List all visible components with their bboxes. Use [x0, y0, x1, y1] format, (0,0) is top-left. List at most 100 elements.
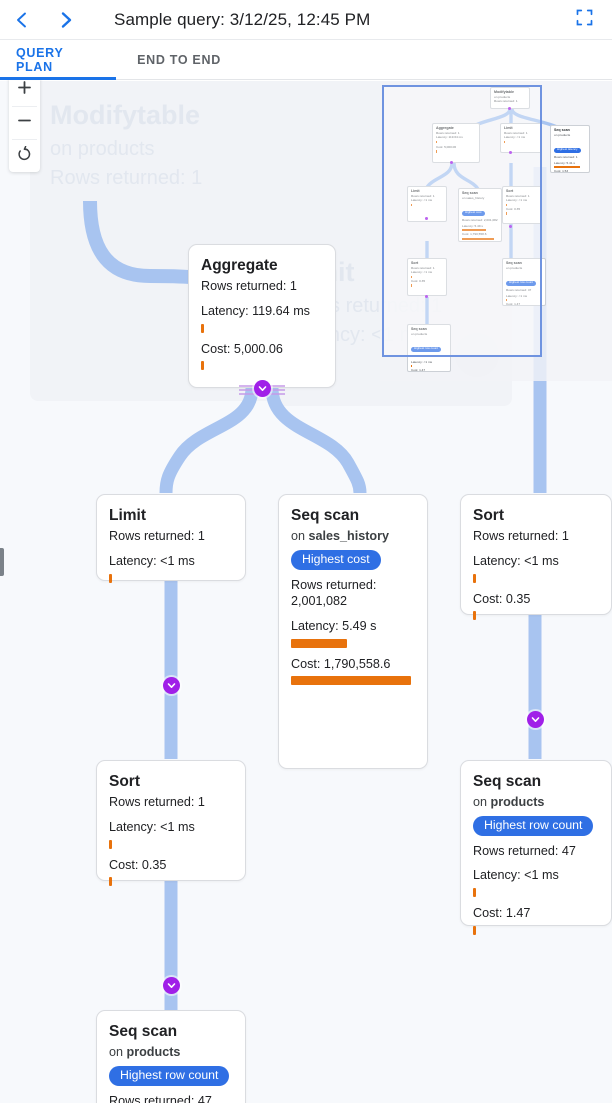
- reset-view-button[interactable]: [9, 140, 40, 172]
- mn-s1: Rows returned: 1: [411, 193, 435, 198]
- reset-rotate-icon: [17, 145, 33, 167]
- on-label: on: [291, 529, 306, 544]
- mn-latency-bar: [506, 298, 507, 302]
- back-button[interactable]: [0, 0, 44, 40]
- panel-drag-handle[interactable]: [0, 548, 4, 576]
- minimap-toggle-dot: [509, 225, 513, 229]
- mn-latency-bar: [462, 228, 486, 232]
- mn-s4: Cost: 1.53: [554, 169, 569, 173]
- mn-latency-bar: [436, 140, 437, 143]
- sort-right-collapse-toggle[interactable]: [527, 711, 544, 728]
- cost-bar: [201, 361, 204, 371]
- mn-title: Limit: [504, 126, 513, 130]
- mn-s4: Cost: 1.47: [506, 302, 521, 306]
- node-sort-right[interactable]: Sort Rows returned: 1 Latency: <1 ms Cos…: [460, 494, 612, 621]
- node-sort-left[interactable]: Sort Rows returned: 1 Latency: <1 ms Cos…: [96, 760, 246, 887]
- zoom-in-button[interactable]: [9, 74, 40, 106]
- node-latency: Latency: <1 ms: [109, 819, 195, 834]
- latency-bar: [473, 888, 476, 898]
- mn-latency-bar: [504, 140, 505, 143]
- mn-s1: on sales_history: [462, 195, 485, 200]
- node-cost: Cost: 0.35: [109, 857, 167, 872]
- aggregate-collapse-toggle[interactable]: [254, 380, 271, 397]
- mn-latency-bar: [411, 203, 412, 206]
- mn-s1: on products: [554, 132, 571, 137]
- mn-title: Aggregate: [436, 126, 454, 130]
- minimap-node-seqscan-products-top: Seq scan on products Highest latency Row…: [550, 125, 590, 173]
- minimap-node-limit: Limit Rows returned: 1 Latency: <1 ms: [407, 186, 447, 222]
- limit-collapse-toggle[interactable]: [163, 677, 180, 694]
- mn-s1: Rows returned: 1: [436, 130, 460, 135]
- mn-s3: Latency: <1 ms: [411, 359, 433, 364]
- mn-s3: Latency: <1 ms: [506, 293, 528, 298]
- mn-badge: Highest cost: [462, 210, 485, 216]
- cost-bar: [473, 925, 476, 935]
- mn-s3: Cost: 0.35: [411, 278, 426, 283]
- mn-title: Seq scan: [554, 128, 570, 132]
- node-title: Aggregate: [201, 257, 278, 274]
- status-badge-highest-cost: Highest cost: [291, 549, 381, 570]
- mn-latency-bar: [411, 364, 412, 368]
- relation-name: products: [490, 795, 545, 810]
- mn-s3: Latency: 5.49 s: [462, 223, 483, 228]
- node-seq-scan-products-bottom[interactable]: Seq scan on products Highest row count R…: [96, 1010, 246, 1103]
- minimap-toggle-dot: [450, 161, 454, 165]
- plus-icon: [17, 80, 32, 100]
- node-seq-scan-products-right[interactable]: Seq scan on products Highest row count R…: [460, 760, 612, 935]
- fullscreen-button[interactable]: [562, 0, 606, 40]
- fullscreen-icon: [576, 9, 593, 31]
- tab-end-to-end-label: END TO END: [137, 52, 221, 67]
- mn-s2: Rows returned: 47: [506, 288, 532, 293]
- node-title: Limit: [109, 507, 147, 524]
- zoom-separator-2: [12, 139, 37, 140]
- mn-title: Limit: [411, 189, 420, 193]
- node-relation: on products: [109, 1044, 233, 1060]
- minimap[interactable]: Modifytable on products Rows returned: 1…: [380, 81, 612, 381]
- mn-title: Seq scan: [506, 261, 522, 265]
- node-relation: on sales_history: [291, 528, 415, 544]
- node-aggregate[interactable]: Aggregate Rows returned: 1 Latency: 119.…: [188, 244, 336, 388]
- node-cost: Cost: 1.47: [473, 906, 531, 921]
- minus-icon: [17, 113, 32, 133]
- mn-s4: Cost: 1,790,558.6: [462, 232, 487, 237]
- node-title: Seq scan: [473, 773, 542, 790]
- minimap-toggle-dot: [425, 295, 429, 299]
- mn-s2: Latency: <1 ms: [411, 198, 433, 203]
- mn-s2: Latency: 119.64 ms: [436, 135, 463, 140]
- chevron-left-icon: [12, 10, 32, 30]
- mn-s2: Latency: <1 ms: [411, 270, 433, 275]
- node-rows: Rows returned: 47: [109, 1093, 212, 1103]
- chevron-right-icon: [56, 10, 76, 30]
- mn-title: Seq scan: [411, 327, 427, 331]
- node-seq-scan-sales-history[interactable]: Seq scan on sales_history Highest cost R…: [278, 494, 428, 769]
- mn-badge: Highest latency: [554, 147, 581, 153]
- sort-left-collapse-toggle[interactable]: [163, 977, 180, 994]
- relation-name: sales_history: [308, 529, 390, 544]
- on-label: on: [473, 795, 488, 810]
- status-badge-highest-row-count: Highest row count: [109, 1065, 230, 1086]
- forward-button[interactable]: [44, 0, 88, 40]
- tab-bar: QUERY PLAN END TO END: [0, 40, 612, 80]
- mn-cost-bar: [436, 150, 437, 153]
- tab-query-plan[interactable]: QUERY PLAN: [0, 40, 116, 80]
- page-title: Sample query: 3/12/25, 12:45 PM: [114, 9, 371, 29]
- relation-name: products: [126, 1045, 181, 1060]
- node-limit[interactable]: Limit Rows returned: 1 Latency: <1 ms: [96, 494, 246, 583]
- mn-s1: on products: [494, 94, 511, 99]
- mn-latency-bar: [411, 275, 412, 278]
- minimap-viewport[interactable]: [382, 85, 542, 357]
- node-rows: Rows returned: 1: [109, 529, 205, 544]
- node-rows: Rows returned: 2,001,082: [291, 577, 377, 609]
- mn-s2: Rows returned: 2,001,082: [462, 218, 498, 223]
- mn-s2: Rows returned: 1: [494, 99, 518, 104]
- minimap-node-sort-right: Sort Rows returned: 1 Latency: <1 ms Cos…: [502, 186, 542, 224]
- node-title: Sort: [109, 773, 140, 790]
- mn-s2: Latency: <1 ms: [504, 135, 526, 140]
- minimap-toggle-dot: [508, 107, 512, 111]
- node-cost: Cost: 5,000.06: [201, 341, 283, 356]
- tab-end-to-end[interactable]: END TO END: [116, 40, 242, 79]
- plan-canvas[interactable]: Modifytable on products Rows returned: 1…: [0, 81, 612, 1103]
- node-rows: Rows returned: 1: [473, 529, 569, 544]
- zoom-out-button[interactable]: [9, 107, 40, 139]
